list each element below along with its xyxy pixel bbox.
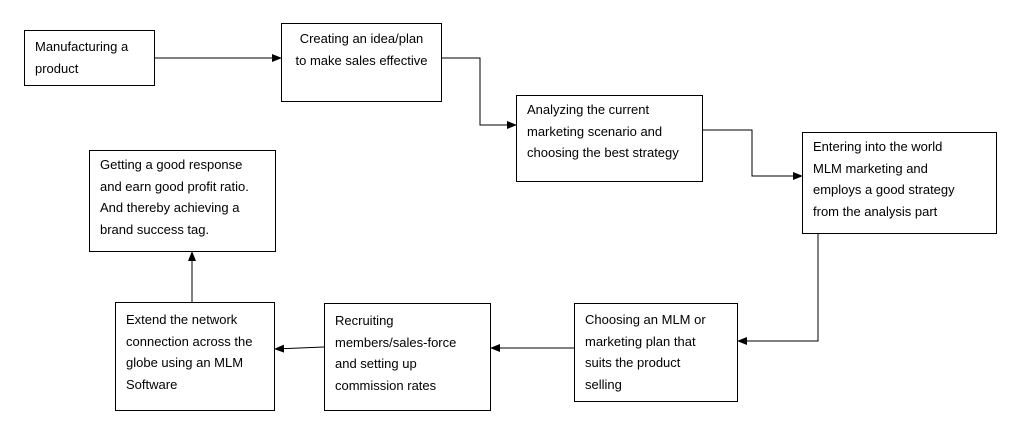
arrow-recruiting-to-extend bbox=[274, 344, 325, 353]
arrow-entering-to-choosing bbox=[737, 234, 819, 345]
step-good-response-box: Getting a good response and earn good pr… bbox=[89, 150, 276, 252]
step-idea-plan-box: Creating an idea/plan to make sales effe… bbox=[281, 23, 442, 102]
arrow-analyzing-to-entering bbox=[703, 129, 803, 180]
step-analyzing-box: Analyzing the current marketing scenario… bbox=[516, 95, 703, 182]
arrow-idea-to-analyzing bbox=[442, 57, 517, 129]
step-recruiting-box: Recruiting members/sales-force and setti… bbox=[324, 303, 491, 411]
step-manufacturing-box: Manufacturing a product bbox=[24, 30, 155, 86]
step-extend-network-box: Extend the network connection across the… bbox=[115, 302, 275, 411]
step-entering-mlm-box: Entering into the world MLM marketing an… bbox=[802, 132, 997, 234]
step-choosing-plan-box: Choosing an MLM or marketing plan that s… bbox=[574, 303, 738, 402]
